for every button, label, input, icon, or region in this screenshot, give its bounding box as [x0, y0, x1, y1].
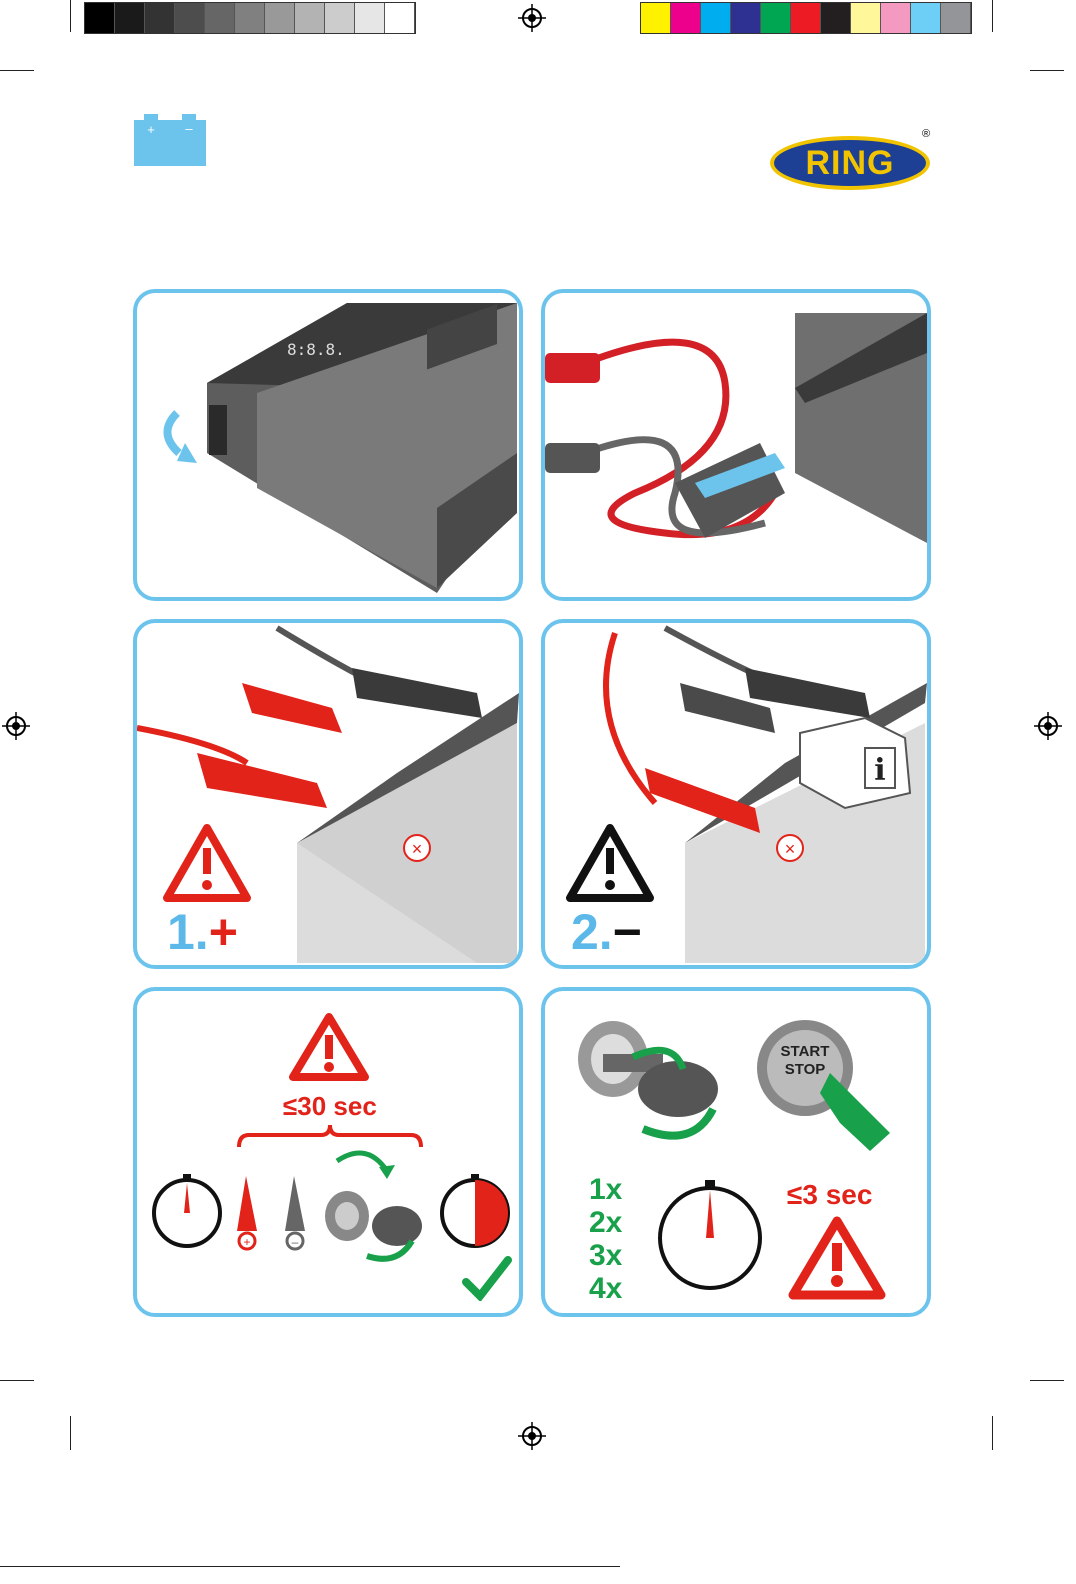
- crop-mark: [70, 1416, 71, 1450]
- attempt-3: 3x: [589, 1239, 622, 1272]
- color-swatch: [701, 3, 731, 33]
- colorscale-bar: [640, 2, 972, 34]
- attempts-list: 1x 2x 3x 4x: [589, 1173, 622, 1305]
- color-swatch: [671, 3, 701, 33]
- crop-mark: [992, 0, 993, 32]
- svg-text:i: i: [874, 753, 885, 788]
- plus-symbol: +: [209, 904, 238, 960]
- stopwatch-half-icon: [435, 1171, 515, 1251]
- gray-swatch: [385, 3, 415, 33]
- color-swatch: [731, 3, 761, 33]
- panel-step-positive: × 1.+: [133, 619, 523, 969]
- attempt-2: 2x: [589, 1206, 622, 1239]
- warning-triangle-icon: [287, 1011, 371, 1083]
- step-number: 1.+: [167, 903, 238, 961]
- stopwatch-start-icon: [147, 1171, 227, 1251]
- gray-swatch: [115, 3, 145, 33]
- crop-mark: [70, 0, 71, 32]
- ignition-key-icon: [317, 1141, 427, 1271]
- panel-start-engine: START STOP 1x 2x 3x 4x ≤3 sec: [541, 987, 931, 1317]
- panel-device-side: 8:8.8.: [133, 289, 523, 601]
- registered-mark: ®: [922, 128, 930, 140]
- gray-swatch: [325, 3, 355, 33]
- start-time-limit-label: ≤3 sec: [787, 1179, 872, 1211]
- gray-swatch: [235, 3, 265, 33]
- battery-icon: + –: [134, 112, 206, 166]
- registration-mark-bottom: [518, 1422, 546, 1450]
- gray-swatch: [355, 3, 385, 33]
- checkmark-icon: [462, 1256, 512, 1301]
- gray-swatch: [145, 3, 175, 33]
- svg-text:+: +: [243, 1235, 250, 1249]
- panel-sequence-30sec: ≤30 sec + –: [133, 987, 523, 1317]
- attempt-4: 4x: [589, 1272, 622, 1305]
- panel-step-negative: i × 2.−: [541, 619, 931, 969]
- color-swatch: [941, 3, 971, 33]
- registration-mark-left: [2, 712, 30, 740]
- stopwatch-icon: [653, 1176, 768, 1296]
- start-stop-text: START STOP: [775, 1043, 835, 1079]
- registration-mark-top: [518, 4, 546, 32]
- start-stop-button-icon: [750, 1013, 910, 1153]
- gray-swatch: [295, 3, 325, 33]
- gray-swatch: [205, 3, 235, 33]
- color-swatch: [911, 3, 941, 33]
- svg-text:×: ×: [412, 839, 423, 859]
- color-swatch: [761, 3, 791, 33]
- registration-mark-right: [1034, 712, 1062, 740]
- svg-text:–: –: [292, 1235, 299, 1249]
- color-swatch: [881, 3, 911, 33]
- attempt-1: 1x: [589, 1173, 622, 1206]
- color-swatch: [851, 3, 881, 33]
- step-number: 2.−: [571, 903, 642, 961]
- crop-mark: [992, 1416, 993, 1450]
- ignition-key-turn-icon: [573, 1009, 723, 1149]
- crop-mark: [0, 1380, 34, 1381]
- cable-connection-illustration: [545, 293, 927, 597]
- crop-mark: [1030, 1380, 1064, 1381]
- gray-swatch: [85, 3, 115, 33]
- gray-swatch: [265, 3, 295, 33]
- clamps-icon: + –: [232, 1171, 312, 1261]
- svg-text:+: +: [147, 122, 155, 137]
- brand-logo: RING: [770, 136, 930, 190]
- color-swatch: [791, 3, 821, 33]
- warning-triangle-icon: [787, 1215, 887, 1301]
- panel-connect-cable: [541, 289, 931, 601]
- svg-text:8:8.8.: 8:8.8.: [287, 340, 345, 359]
- svg-text:–: –: [185, 121, 193, 136]
- crop-mark: [1030, 70, 1064, 71]
- jump-starter-illustration: 8:8.8.: [137, 293, 519, 597]
- grayscale-bar: [84, 2, 416, 34]
- bottom-rule: [0, 1566, 620, 1567]
- time-limit-label: ≤30 sec: [283, 1091, 377, 1122]
- color-swatch: [821, 3, 851, 33]
- gray-swatch: [175, 3, 205, 33]
- minus-symbol: −: [613, 904, 642, 960]
- brand-logo-text: RING: [806, 144, 895, 183]
- svg-text:×: ×: [785, 839, 796, 859]
- crop-mark: [0, 70, 34, 71]
- color-swatch: [641, 3, 671, 33]
